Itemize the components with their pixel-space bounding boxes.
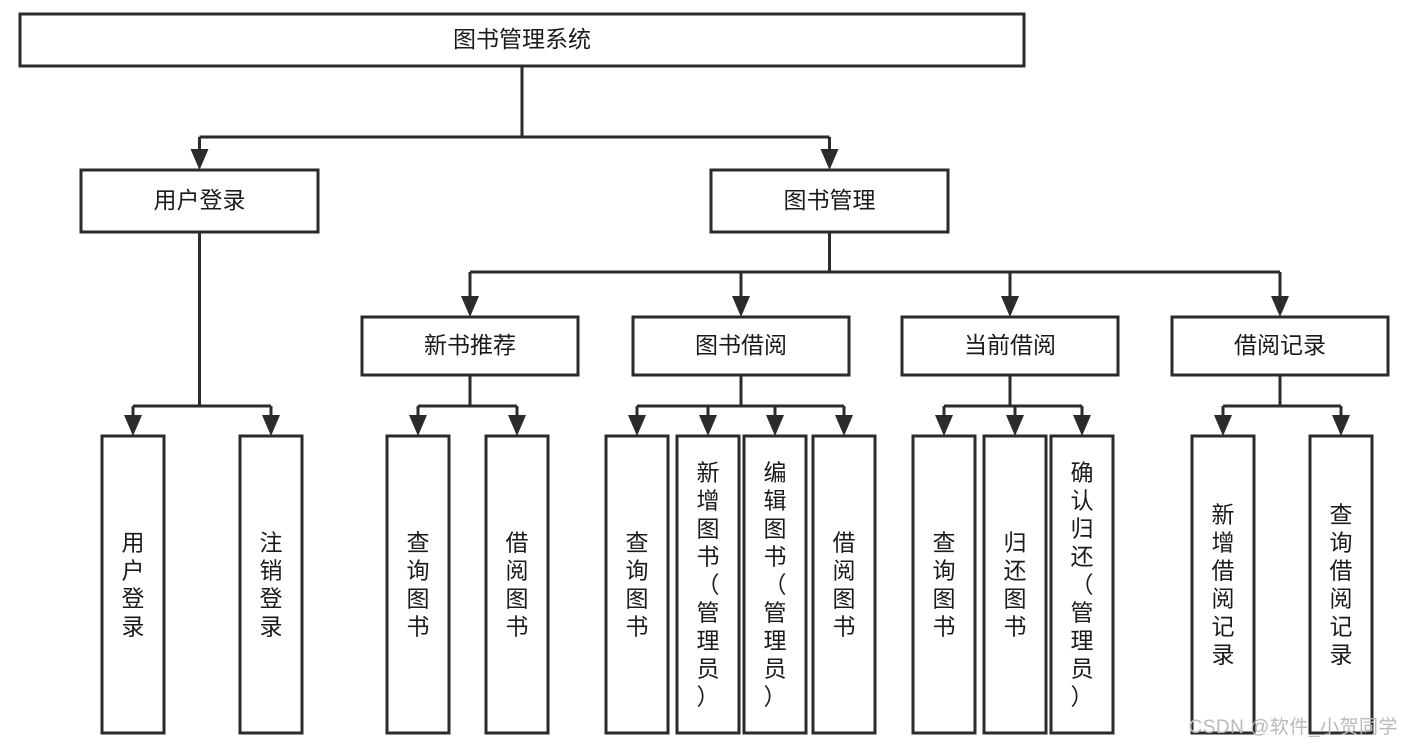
leaf-query-book-3[interactable]: 查询图书 <box>911 434 977 735</box>
leaf-borrow-book-1-label: 借阅图书 <box>506 530 529 640</box>
leaf-query-book-1[interactable]: 查询图书 <box>385 434 451 735</box>
new-book-recommend-node-box <box>360 315 580 377</box>
leaf-user-login-label: 用户登录 <box>122 530 145 640</box>
leaf-confirm-return-label: 确认归还（管理员） <box>1071 460 1094 710</box>
root-to-book-management-node-arrowhead <box>820 149 839 170</box>
leaf-user-login[interactable]: 用户登录 <box>100 434 166 735</box>
current-borrow-node-to-leaf-return-book-arrowhead <box>1006 415 1024 436</box>
borrow-record-node-label: 借阅记录 <box>1234 332 1326 358</box>
leaf-edit-book[interactable]: 编辑图书（管理员） <box>742 434 808 735</box>
book-borrow-node-to-leaf-query-book-2-arrowhead <box>628 415 646 436</box>
new-book-recommend-node-to-leaf-query-book-1-arrowhead <box>409 415 427 436</box>
root-node-box <box>18 12 1026 68</box>
root-node[interactable]: 图书管理系统 <box>18 12 1026 68</box>
leaf-add-borrow-record-box <box>1190 434 1256 735</box>
current-borrow-node-to-leaf-confirm-return-arrowhead <box>1073 415 1091 436</box>
book-mgmt-to-borrow-record-node-arrowhead <box>1271 296 1289 317</box>
leaf-query-book-3-label: 查询图书 <box>933 530 956 640</box>
current-borrow-node[interactable]: 当前借阅 <box>900 315 1120 377</box>
current-borrow-node-label: 当前借阅 <box>964 332 1056 358</box>
leaf-return-book-label: 归还图书 <box>1004 530 1027 640</box>
leaf-add-borrow-record[interactable]: 新增借阅记录 <box>1190 434 1256 735</box>
book-borrow-node-label: 图书借阅 <box>695 332 787 358</box>
user-login-node-box <box>79 168 320 234</box>
book-borrow-node-to-leaf-add-book-arrowhead <box>699 415 717 436</box>
book-borrow-node-to-leaf-borrow-book-2-arrowhead <box>835 415 853 436</box>
leaf-borrow-book-2-label: 借阅图书 <box>833 530 856 640</box>
book-mgmt-to-new-book-recommend-node-arrowhead <box>461 296 479 317</box>
new-book-recommend-node-to-leaf-borrow-book-1-arrowhead <box>508 415 526 436</box>
leaf-borrow-book-2-box <box>811 434 877 735</box>
leaf-borrow-book-1-box <box>484 434 550 735</box>
leaf-borrow-book-2[interactable]: 借阅图书 <box>811 434 877 735</box>
leaf-return-book-box <box>982 434 1048 735</box>
root-to-user-login-node-arrowhead <box>190 149 209 170</box>
book-mgmt-to-book-borrow-node-arrowhead <box>732 296 750 317</box>
book-management-node[interactable]: 图书管理 <box>709 168 950 234</box>
leaf-query-book-1-label: 查询图书 <box>407 530 430 640</box>
leaf-edit-book-box <box>742 434 808 735</box>
current-borrow-node-to-leaf-query-book-3-arrowhead <box>935 415 953 436</box>
user-login-node[interactable]: 用户登录 <box>79 168 320 234</box>
user-login-to-leaf-user-logout-arrowhead <box>262 415 280 436</box>
book-borrow-node-to-leaf-edit-book-arrowhead <box>766 415 784 436</box>
book-mgmt-to-current-borrow-node-arrowhead <box>1001 296 1019 317</box>
leaf-confirm-return[interactable]: 确认归还（管理员） <box>1049 434 1115 735</box>
leaf-user-logout-label: 注销登录 <box>260 530 283 640</box>
nodes-layer: 用户登录图书管理用户登录注销登录新书推荐查询图书借阅图书图书借阅查询图书新增图书… <box>18 12 1390 735</box>
leaf-return-book[interactable]: 归还图书 <box>982 434 1048 735</box>
book-management-node-label: 图书管理 <box>784 187 876 213</box>
leaf-user-logout[interactable]: 注销登录 <box>238 434 304 735</box>
book-management-node-box <box>709 168 950 234</box>
leaf-query-borrow-record[interactable]: 查询借阅记录 <box>1308 434 1374 735</box>
leaf-query-book-2-label: 查询图书 <box>626 530 649 640</box>
borrow-record-node-box <box>1170 315 1390 377</box>
leaf-add-book-box <box>675 434 741 735</box>
leaf-query-borrow-record-label: 查询借阅记录 <box>1330 502 1353 668</box>
leaf-query-borrow-record-box <box>1308 434 1374 735</box>
leaf-edit-book-label: 编辑图书（管理员） <box>764 460 787 710</box>
user-login-node-label: 用户登录 <box>154 187 246 213</box>
current-borrow-node-box <box>900 315 1120 377</box>
leaf-add-book[interactable]: 新增图书（管理员） <box>675 434 741 735</box>
borrow-record-node-to-leaf-query-borrow-record-arrowhead <box>1332 415 1350 436</box>
user-login-to-leaf-user-login-arrowhead <box>124 415 142 436</box>
leaf-confirm-return-box <box>1049 434 1115 735</box>
leaf-user-login-box <box>100 434 166 735</box>
leaf-add-book-label: 新增图书（管理员） <box>697 460 720 710</box>
leaf-query-book-1-box <box>385 434 451 735</box>
leaf-add-borrow-record-label: 新增借阅记录 <box>1212 502 1235 668</box>
leaf-user-logout-box <box>238 434 304 735</box>
leaf-query-book-3-box <box>911 434 977 735</box>
book-borrow-node[interactable]: 图书借阅 <box>631 315 851 377</box>
leaf-query-book-2-box <box>604 434 670 735</box>
leaf-borrow-book-1[interactable]: 借阅图书 <box>484 434 550 735</box>
new-book-recommend-node[interactable]: 新书推荐 <box>360 315 580 377</box>
new-book-recommend-node-label: 新书推荐 <box>424 332 516 358</box>
book-borrow-node-box <box>631 315 851 377</box>
connectors-layer <box>124 66 1350 436</box>
csdn-watermark: CSDN @软件_小贺同学 <box>1189 716 1398 738</box>
leaf-query-book-2[interactable]: 查询图书 <box>604 434 670 735</box>
borrow-record-node-to-leaf-add-borrow-record-arrowhead <box>1214 415 1232 436</box>
borrow-record-node[interactable]: 借阅记录 <box>1170 315 1390 377</box>
root-node-label: 图书管理系统 <box>453 26 591 52</box>
